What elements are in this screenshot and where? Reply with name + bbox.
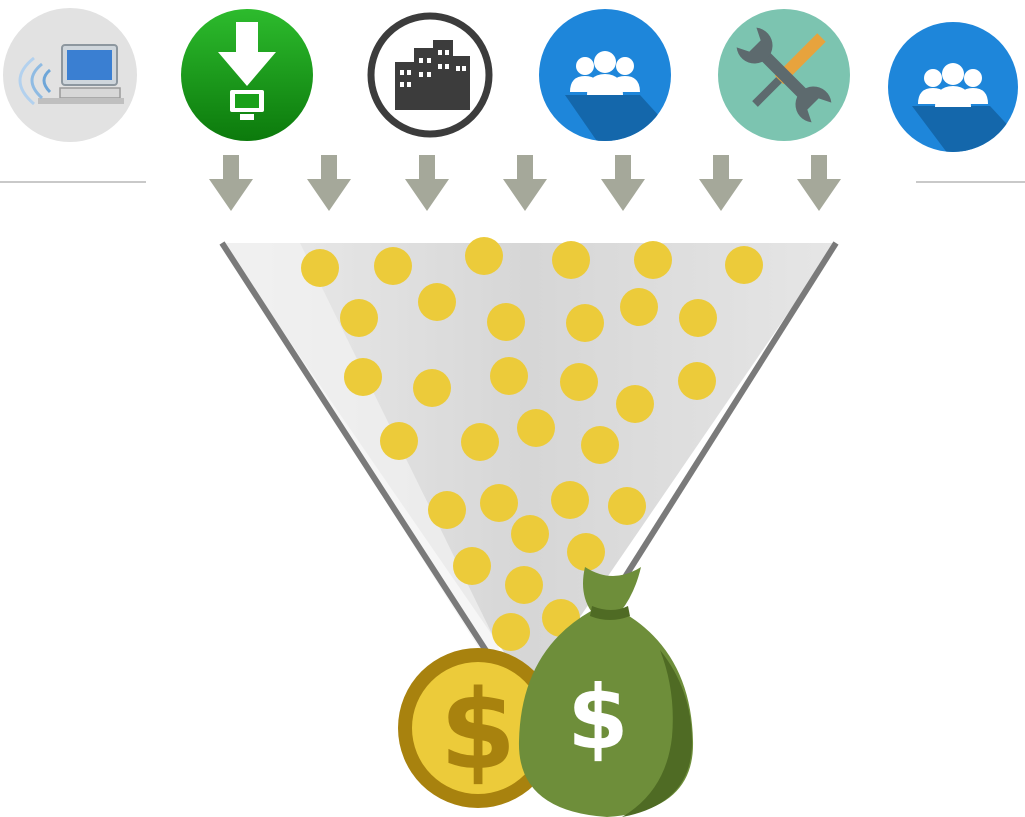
coin-dot — [678, 362, 716, 400]
down-arrow-icon — [209, 155, 253, 211]
coin-dot — [679, 299, 717, 337]
coin-dot — [566, 304, 604, 342]
coin-dot — [301, 249, 339, 287]
down-arrow-icon — [503, 155, 547, 211]
coin-dot — [453, 547, 491, 585]
bag-dollar-sign: $ — [567, 666, 628, 769]
down-arrow-icon — [797, 155, 841, 211]
tools-wrench-screwdriver-icon — [718, 9, 850, 141]
city-buildings-icon — [367, 12, 493, 138]
coin-dot — [511, 515, 549, 553]
coin-dot — [505, 566, 543, 604]
wireless-computer-icon — [3, 8, 137, 142]
coin-dot — [552, 241, 590, 279]
coin-dot — [517, 409, 555, 447]
money-bag: $ — [518, 567, 694, 817]
coin-dot — [344, 358, 382, 396]
arrow-row — [209, 155, 841, 211]
coin-dot — [461, 423, 499, 461]
coin-dollar-sign: $ — [440, 666, 517, 794]
falling-coins — [301, 237, 763, 651]
coin-dot — [634, 241, 672, 279]
coin-dot — [480, 484, 518, 522]
funnel — [219, 241, 839, 690]
coin-dot — [490, 357, 528, 395]
coin-dot — [340, 299, 378, 337]
people-group-icon — [888, 22, 1018, 152]
coin-dot — [616, 385, 654, 423]
down-arrow-icon — [405, 155, 449, 211]
coin-dot — [551, 481, 589, 519]
coin-dot — [374, 247, 412, 285]
down-arrow-icon — [307, 155, 351, 211]
down-arrow-icon — [601, 155, 645, 211]
download-to-computer-icon — [181, 9, 313, 141]
gold-coin: $ — [398, 648, 558, 808]
coin-dot — [581, 426, 619, 464]
coin-dot — [608, 487, 646, 525]
down-arrow-icon — [699, 155, 743, 211]
coin-dot — [620, 288, 658, 326]
coin-dot — [725, 246, 763, 284]
coin-dot — [380, 422, 418, 460]
coin-dot — [428, 491, 466, 529]
coin-dot — [413, 369, 451, 407]
people-group-icon — [539, 9, 671, 141]
coin-dot — [492, 613, 530, 651]
coin-dot — [418, 283, 456, 321]
coin-dot — [465, 237, 503, 275]
coin-dot — [487, 303, 525, 341]
coin-dot — [560, 363, 598, 401]
coin-dot — [567, 533, 605, 571]
